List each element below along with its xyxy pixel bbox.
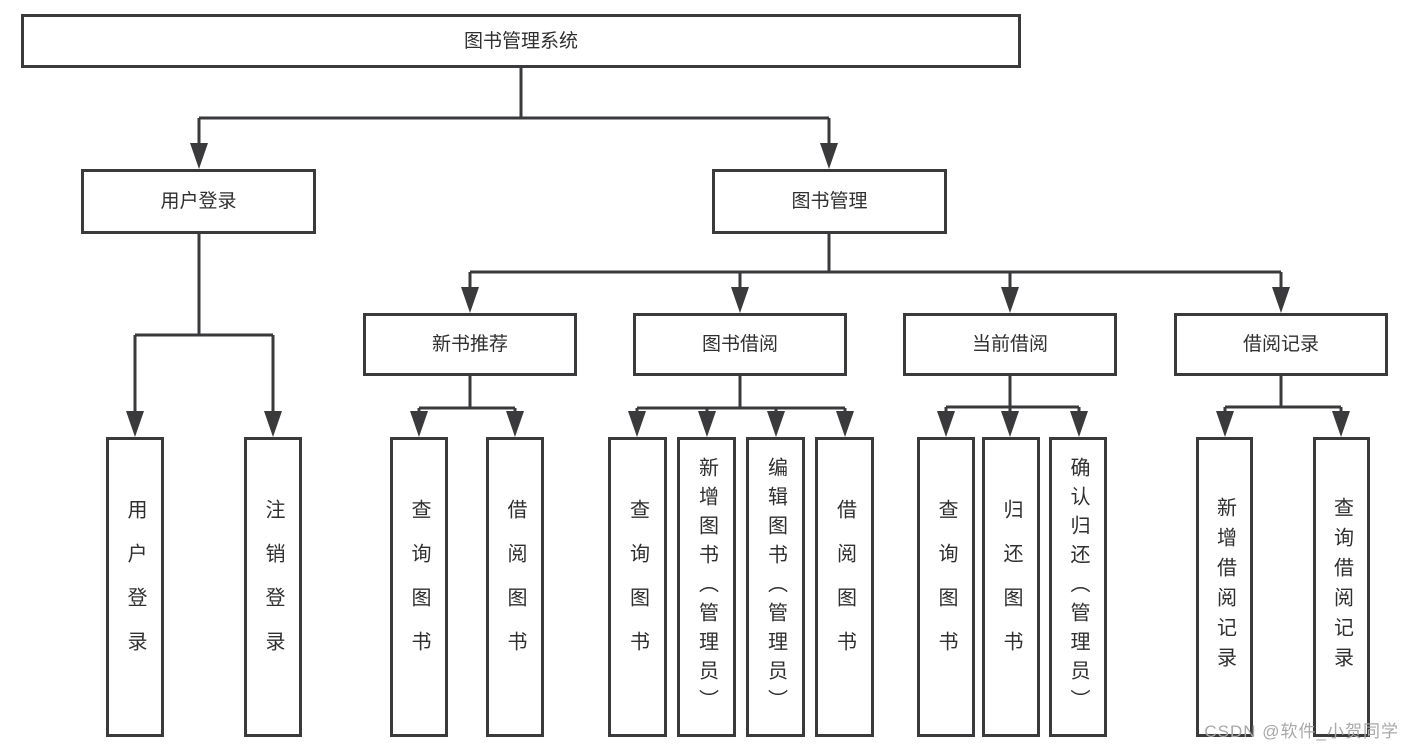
node-query-borrow-record: 查询借阅记录 [1313,437,1370,737]
node-add-borrow-record: 新增借阅记录 [1196,437,1253,737]
node-book-borrowing: 图书借阅 [633,313,847,376]
node-add-books-admin: 新增图书（管理员） [677,437,736,737]
node-confirm-return-admin: 确认归还（管理员） [1049,437,1107,737]
node-new-book-recommendation: 新书推荐 [363,313,577,376]
node-book-management: 图书管理 [712,169,947,234]
node-root: 图书管理系统 [21,14,1021,68]
node-return-books: 归还图书 [982,437,1040,737]
node-query-books-1: 查询图书 [390,437,448,737]
node-query-books-3: 查询图书 [917,437,975,737]
node-user-login: 用户登录 [81,169,316,234]
node-user-login-leaf: 用户登录 [106,437,164,737]
node-current-borrowing: 当前借阅 [903,313,1117,376]
node-edit-books-admin: 编辑图书（管理员） [746,437,805,737]
arrowheads [126,143,1350,437]
node-logout: 注销登录 [244,437,302,737]
node-borrow-books-1: 借阅图书 [486,437,544,737]
node-query-books-2: 查询图书 [608,437,667,737]
node-borrow-books-2: 借阅图书 [815,437,874,737]
node-borrowing-records: 借阅记录 [1174,313,1388,376]
csdn-watermark: CSDN @软件_小贺同学 [1204,722,1399,741]
